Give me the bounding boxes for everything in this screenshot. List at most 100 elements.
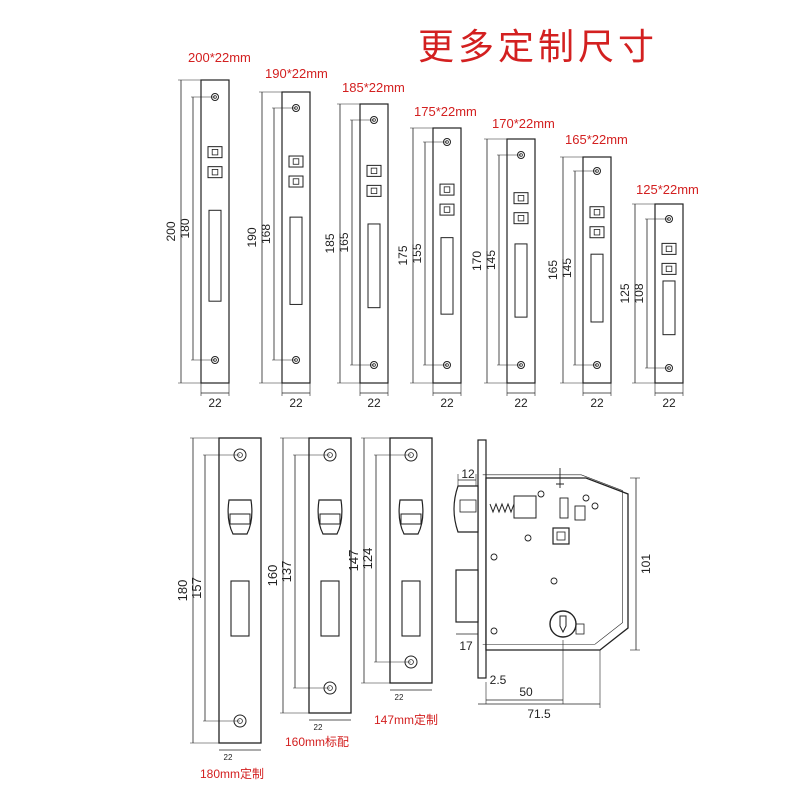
plate-outline [389,437,433,684]
plate-caption: 180mm定制 [200,766,264,781]
latch-catch-inner [229,513,251,525]
latch-catch [398,499,424,535]
plate-size-label: 175*22mm [414,104,477,119]
plate-width-label: 22 [514,396,528,410]
latch-bolt [453,485,479,533]
total-length-label: 160 [265,565,280,587]
latch-catch [207,166,223,179]
plate-width-label: 22 [367,396,381,410]
hole-distance-label: 155 [410,243,424,263]
plate-size-label: 185*22mm [342,80,405,95]
plate-outline [432,127,462,384]
hole-distance-label: 168 [259,224,273,244]
dimension-17-label: 17 [459,639,473,653]
latch-catch-inner [370,167,378,175]
latch-catch-inner [211,149,219,156]
mount-hole [550,577,558,585]
cam [575,623,585,635]
latch-bolt-slot [459,499,477,513]
plate-width-label: 22 [662,396,676,410]
latch-catch [513,212,529,225]
plate-outline [281,91,311,384]
plate-outline [582,156,612,384]
plate-width-label: 22 [208,396,222,410]
dimension-101-label: 101 [639,554,653,574]
lock-faceplate [477,439,487,679]
total-length-label: 185 [323,233,337,253]
lock-case [485,477,629,651]
total-length-label: 147 [346,550,361,572]
latch-catch [661,242,677,255]
latch-spring [489,502,515,514]
latch-catch-inner [370,187,378,195]
hole-distance-label: 145 [484,250,498,270]
latch-catch-inner [593,229,601,236]
bolt-slot [514,243,528,318]
mount-hole [591,502,599,510]
latch-catch-inner [211,169,219,176]
plate-width-label: 22 [440,396,454,410]
hole-distance-label: 157 [189,577,204,599]
hole-distance-label: 165 [337,232,351,252]
total-length-label: 200 [164,221,178,241]
bolt-slot [320,580,340,637]
bolt-slot [440,237,454,315]
plate-caption: 160mm标配 [285,735,349,749]
total-length-label: 125 [618,283,632,303]
total-length-label: 190 [245,227,259,247]
lock-case-inner [482,474,623,645]
bolt-tab [574,505,586,521]
mount-hole [537,490,545,498]
plate-outline [218,437,262,744]
latch-catch [288,175,304,188]
plate-width-label: 22 [314,723,323,732]
latch-catch-inner [665,265,673,273]
plate-width-label: 22 [224,753,233,762]
plate-width-label: 22 [289,396,303,410]
hole-distance-label: 137 [279,561,294,583]
total-length-label: 175 [396,245,410,265]
total-length-label: 165 [546,260,560,280]
plate-size-label: 165*22mm [565,132,628,147]
latch-catch-inner [319,513,341,525]
dimension-12-label: 12 [461,467,475,481]
latch-housing [513,495,537,519]
hole-distance-label: 124 [360,548,375,570]
latch-catch [439,183,455,196]
latch-catch-inner [593,209,601,216]
latch-catch-inner [517,215,525,222]
spindle-inner [556,531,566,541]
bolt-tab [559,497,569,519]
hole-distance-label: 108 [632,283,646,303]
plate-width-label: 22 [395,693,404,702]
mount-hole [524,534,532,542]
spindle-hole [552,527,570,545]
latch-catch [366,164,382,177]
dimension-50-label: 50 [519,685,533,699]
plate-outline [654,203,684,384]
plate-size-label: 125*22mm [636,182,699,197]
plate-outline [506,138,536,384]
latch-catch [317,499,343,535]
bolt-slot [590,253,604,323]
dimension-2.5-label: 2.5 [490,673,507,687]
latch-catch-inner [517,195,525,202]
latch-catch-inner [443,206,451,213]
bolt-slot [230,580,250,637]
plate-outline [308,437,352,714]
latch-catch [439,203,455,216]
plate-size-label: 200*22mm [188,50,251,65]
page-title: 更多定制尺寸 [418,27,659,68]
bolt-slot [662,280,676,336]
plate-outline [359,103,389,384]
total-length-label: 170 [470,251,484,271]
